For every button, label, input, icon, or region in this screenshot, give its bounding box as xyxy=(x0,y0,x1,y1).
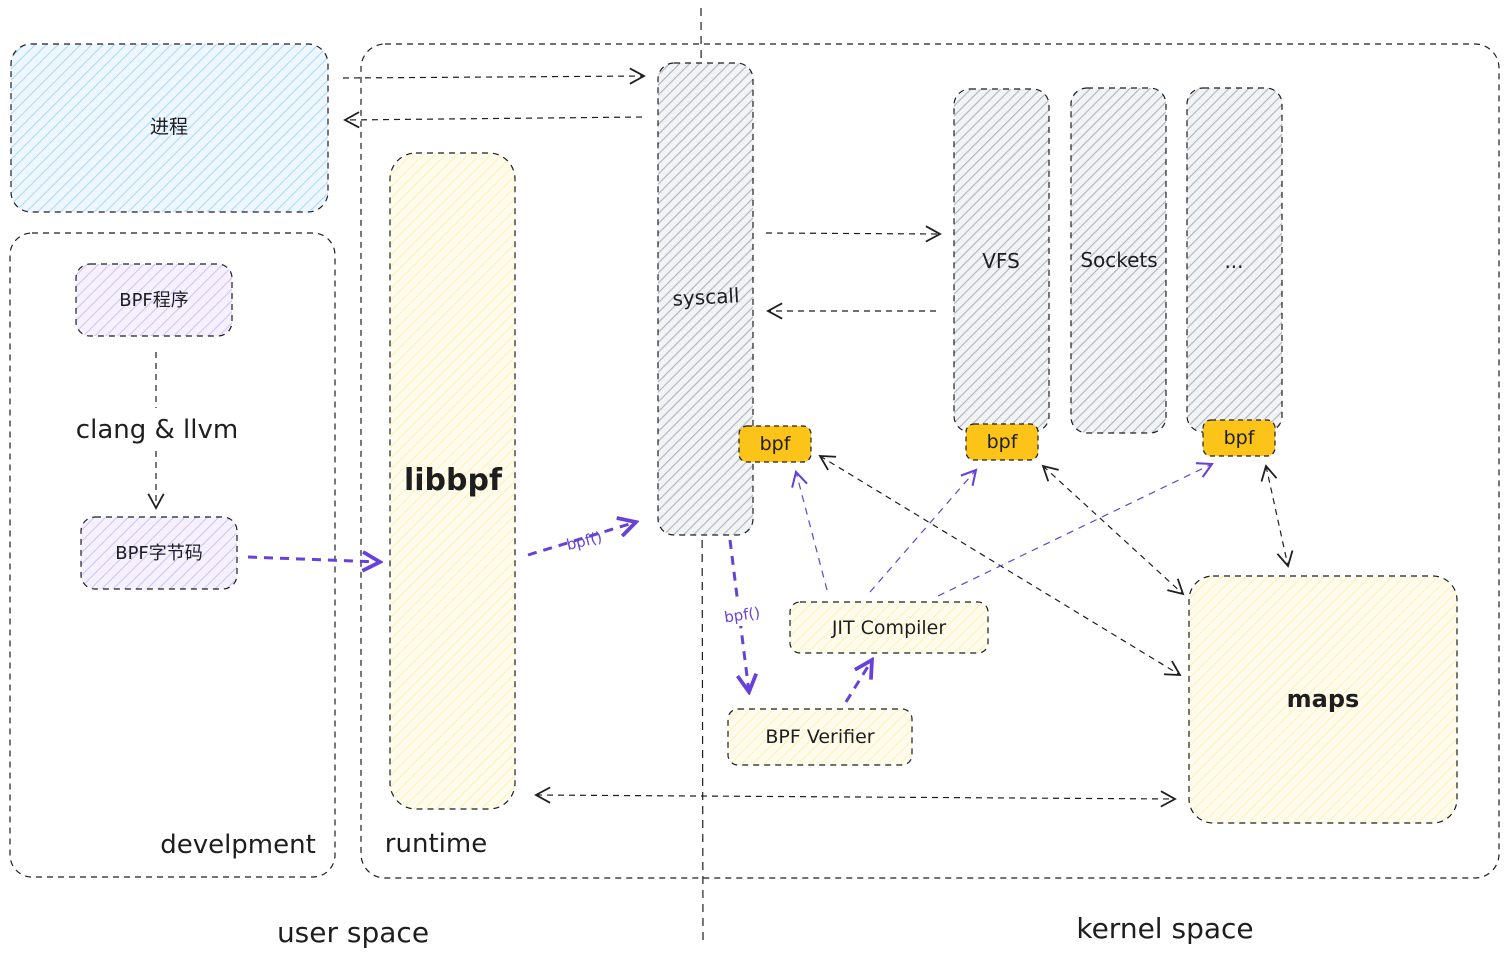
bpf-verifier-label: BPF Verifier xyxy=(765,726,874,748)
bpf-hook-other xyxy=(1202,419,1276,457)
arrow-hook-other-maps xyxy=(1260,464,1294,568)
arrow-verifier-to-jit xyxy=(844,660,872,703)
arrow-syscall-to-process xyxy=(343,111,643,129)
bpf-verifier-box xyxy=(727,708,913,766)
bpf-bytecode-label: BPF字节码 xyxy=(115,543,203,564)
maps-box xyxy=(1188,575,1458,824)
ellipsis-label: ... xyxy=(1224,249,1243,273)
syscall-box xyxy=(657,62,754,536)
bpf-call-libbpf-label: bpf() xyxy=(565,528,604,554)
user-space-label: user space xyxy=(277,916,429,949)
arrow-jit-to-hook-syscall xyxy=(791,469,828,591)
bpf-call-syscall-label: bpf() xyxy=(723,604,761,627)
bpf-hook-vfs-label: bpf xyxy=(987,431,1019,453)
syscall-label: syscall xyxy=(672,283,740,310)
kernel-space-label: kernel space xyxy=(1076,912,1253,945)
bpf-program-box xyxy=(75,263,233,337)
arrow-libbpf-to-syscall xyxy=(527,522,636,557)
arrow-libbpf-maps xyxy=(534,786,1177,808)
vfs-label: VFS xyxy=(982,249,1020,273)
bpf-program-label: BPF程序 xyxy=(119,290,189,311)
maps-label: maps xyxy=(1287,685,1360,713)
runtime-label: runtime xyxy=(385,829,487,859)
sockets-box xyxy=(1070,87,1167,434)
development-container xyxy=(9,232,336,878)
bpf-hook-syscall-label: bpf xyxy=(760,433,792,455)
sockets-label: Sockets xyxy=(1080,248,1157,272)
development-label: develpment xyxy=(160,830,316,860)
arrow-jit-to-hook-other xyxy=(937,462,1214,597)
arrow-process-to-syscall xyxy=(342,67,646,85)
compiler-label-bg xyxy=(74,408,240,446)
libbpf-box xyxy=(389,152,516,810)
bpf-hook-other-label: bpf xyxy=(1224,427,1256,449)
arrow-jit-to-hook-vfs xyxy=(869,468,978,593)
process-label: 进程 xyxy=(150,116,188,138)
bpf-call-syscall-label-bg xyxy=(718,600,768,626)
process-box xyxy=(10,43,329,213)
bpf-hook-syscall xyxy=(738,425,812,463)
arrow-bytecode-to-libbpf xyxy=(247,557,380,562)
arrow-syscall-to-vfs xyxy=(765,225,942,243)
compiler-label: clang & llvm xyxy=(76,415,238,445)
jit-compiler-label: JIT Compiler xyxy=(831,617,947,639)
libbpf-label: libbpf xyxy=(404,463,503,498)
arrow-hook-vfs-maps xyxy=(1041,464,1185,596)
bpf-bytecode-box xyxy=(80,516,238,590)
runtime-kernel-container xyxy=(360,43,1500,879)
